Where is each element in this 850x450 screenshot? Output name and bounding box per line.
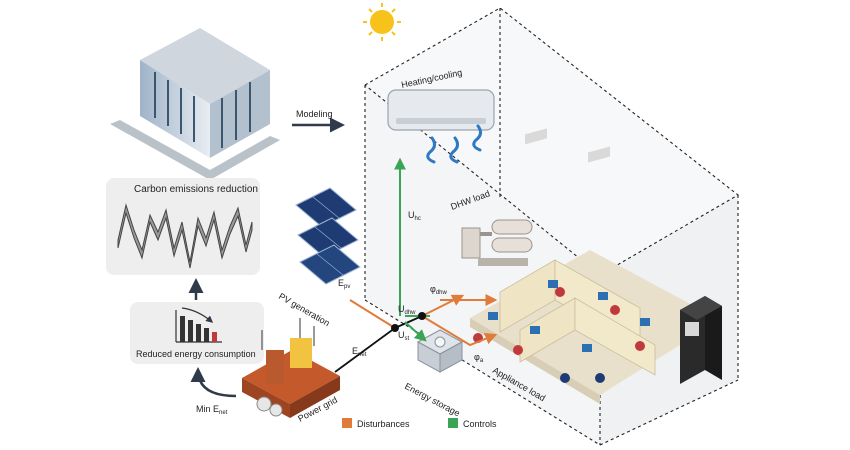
legend: Disturbances Controls [342,418,497,429]
enet-flow-line [334,327,396,373]
min-enet-arrow [190,367,237,398]
legend-swatch-disturbances [342,418,352,428]
server-rack-icon [680,296,722,384]
sun-icon [363,3,401,41]
bar-chart-icon [175,307,222,343]
legend-label-controls: Controls [463,419,497,429]
carbon-emissions-title: Carbon emissions reduction [134,184,258,195]
office-building-icon [110,28,280,180]
pv-panel-icon [295,187,361,285]
ust-label: Ust [398,330,410,342]
phia-flow-line [421,315,498,347]
office-cubicles [473,128,656,383]
energy-storage-icon [416,329,464,373]
phia-label: φa [474,352,484,364]
legend-label-disturbances: Disturbances [357,419,410,429]
epv-flow-line [349,299,396,329]
pv-generation-label: PV generation [277,291,331,328]
modeling-label: Modeling [296,109,333,119]
uhc-label: Uhc [408,210,421,222]
emissions-curve [117,203,253,269]
carbon-emissions-panel: Carbon emissions reduction [106,178,260,275]
power-grid-icon [242,318,340,418]
junction-node [418,312,426,320]
reduced-energy-panel: Reduced energy consumption [130,302,264,364]
dhw-tank-icon [461,219,533,266]
ust-control-line [404,321,427,342]
reduced-energy-title: Reduced energy consumption [136,349,256,359]
legend-swatch-controls [448,418,458,428]
junction-node [391,324,399,332]
enet-label: Enet [352,346,367,358]
junction-connector [394,315,423,329]
energy-storage-label: Energy storage [403,381,462,418]
udhw-label: Udhw [398,304,416,316]
min-enet-label: Min Enet [196,404,228,416]
epv-label: Epv [338,278,350,290]
phidhw-label: φdhw [430,284,448,296]
heating-cooling-unit-icon [387,89,495,164]
